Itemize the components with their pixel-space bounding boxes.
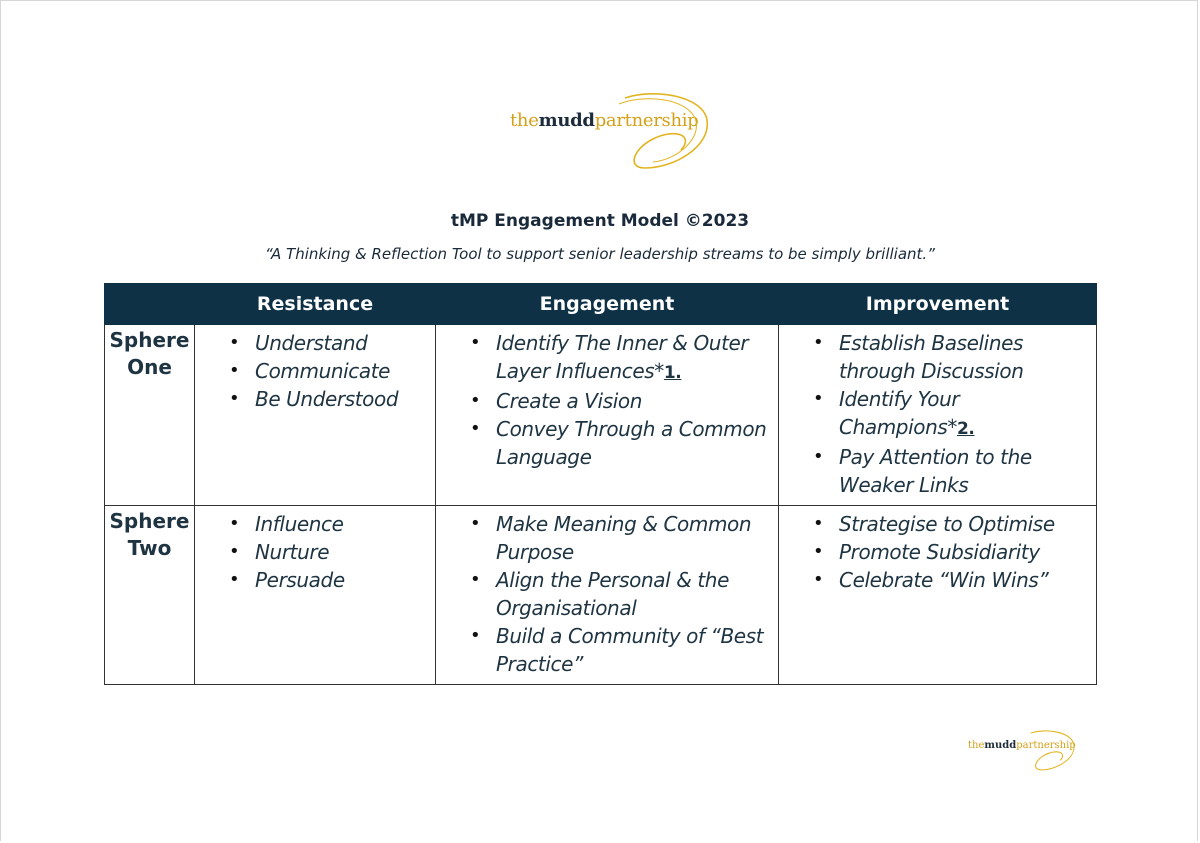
list-item: Promote Subsidiarity (813, 538, 1090, 566)
document-title: tMP Engagement Model ©2023 (450, 211, 750, 231)
list-item: Celebrate “Win Wins” (813, 566, 1090, 594)
document-subtitle: “A Thinking & Reflection Tool to support… (265, 245, 935, 263)
list-item: Influence (229, 510, 429, 538)
cell-improvement-one: Establish Baselines through Discussion I… (778, 324, 1097, 506)
logo-swirl-icon (618, 92, 708, 169)
cell-engagement-two: Make Meaning & Common Purpose Align the … (435, 505, 779, 685)
cell-resistance-two: Influence Nurture Persuade (194, 505, 436, 685)
list-item: Identify The Inner & Outer Layer Influen… (470, 329, 772, 387)
logo-swirl-icon (1030, 730, 1075, 771)
list-item: Understand (229, 329, 429, 357)
list-item: Convey Through a Common Language (470, 415, 772, 471)
footnote-ref: 1. (663, 363, 682, 383)
cell-resistance-one: Understand Communicate Be Understood (194, 324, 436, 506)
list-item: Make Meaning & Common Purpose (470, 510, 772, 566)
list-item: Strategise to Optimise (813, 510, 1090, 538)
footnote-ref: 2. (956, 419, 975, 439)
list-item: Build a Community of “Best Practice” (470, 622, 772, 678)
logo-suffix: partnership (1016, 740, 1076, 751)
logo-suffix: partnership (594, 110, 699, 131)
list-item: Persuade (229, 566, 429, 594)
header-improvement: Improvement (778, 283, 1097, 325)
list-item: Communicate (229, 357, 429, 385)
header-engagement: Engagement (435, 283, 779, 325)
header-resistance: Resistance (194, 283, 436, 325)
table-header-row: Resistance Engagement Improvement (104, 283, 1097, 325)
footer-logo: themuddpartnership (968, 730, 1076, 771)
company-logo: themuddpartnership (510, 92, 708, 169)
list-item: Be Understood (229, 385, 429, 413)
logo-bold: mudd (538, 110, 595, 131)
list-item: Establish Baselines through Discussion (813, 329, 1090, 385)
list-item: Identify Your Champions*2. (813, 385, 1090, 443)
engagement-model-table: Resistance Engagement Improvement Sphere… (104, 283, 1097, 685)
cell-improvement-two: Strategise to Optimise Promote Subsidiar… (778, 505, 1097, 685)
table-row-sphere-one: Sphere One Understand Communicate Be Und… (104, 324, 1097, 506)
table-row-sphere-two: Sphere Two Influence Nurture Persuade Ma… (104, 505, 1097, 685)
logo-prefix: the (510, 110, 539, 131)
list-item: Nurture (229, 538, 429, 566)
logo-prefix: the (968, 740, 985, 751)
cell-engagement-one: Identify The Inner & Outer Layer Influen… (435, 324, 779, 506)
header-corner (104, 283, 195, 325)
row-label-sphere-one: Sphere One (104, 324, 195, 506)
list-item: Create a Vision (470, 387, 772, 415)
list-item: Align the Personal & the Organisational (470, 566, 772, 622)
row-label-sphere-two: Sphere Two (104, 505, 195, 685)
list-item: Pay Attention to the Weaker Links (813, 443, 1090, 499)
logo-bold: mudd (984, 740, 1017, 751)
